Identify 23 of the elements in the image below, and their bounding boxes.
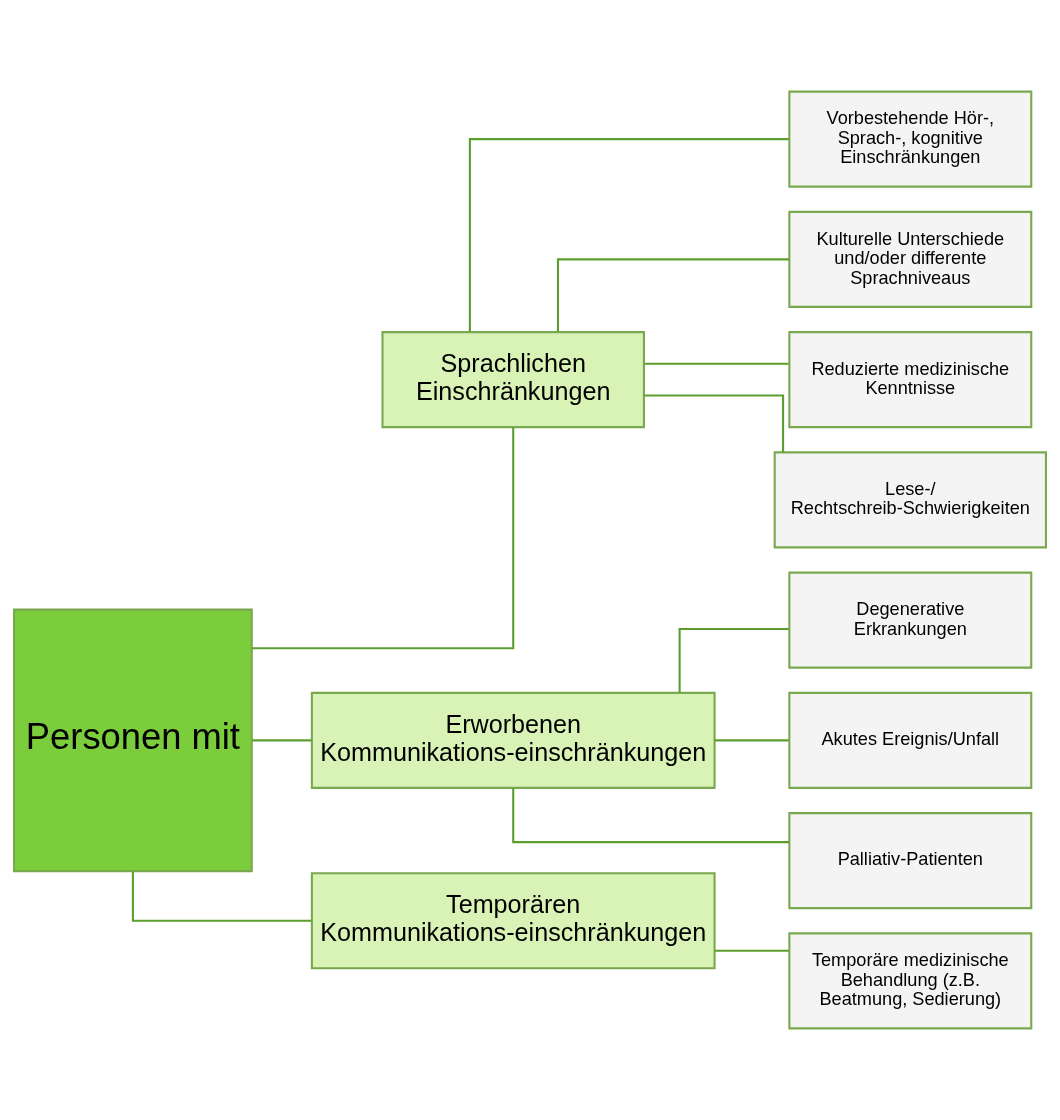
node-box: Palliativ-Patienten <box>788 812 1033 910</box>
connector <box>468 138 789 332</box>
connector <box>678 627 789 693</box>
connector <box>644 394 785 452</box>
connector <box>252 427 515 650</box>
node-box: Reduzierte medizinische Kenntnisse <box>788 331 1033 429</box>
node-box: Degenerative Erkrankungen <box>788 571 1033 669</box>
connector <box>131 871 312 922</box>
node-box: Personen mit <box>13 608 253 873</box>
node-box: Akutes Ereignis/Unfall <box>788 691 1033 789</box>
connector <box>512 788 789 844</box>
node-box: Temporären Kommunikations-einschränkungen <box>310 872 716 970</box>
connector <box>714 949 789 952</box>
connector <box>252 739 312 742</box>
connector <box>556 258 790 332</box>
node-box: Lese-/ Rechtschreib-Schwierigkeiten <box>773 451 1047 549</box>
connector <box>644 362 789 365</box>
node-box: Kulturelle Unterschiede und/oder differente Sprachniveaus <box>788 210 1033 308</box>
node-box: Sprachlichen Einschränkungen <box>381 331 645 429</box>
node-box: Erworbenen Kommunikations-einschränkungen <box>310 691 716 789</box>
node-box: Temporäre medizinische Behandlung (z.B. Beatmung, Sedierung) <box>788 932 1033 1030</box>
connector <box>714 739 789 742</box>
node-box: Vorbestehende Hör-, Sprach-, kognitive Einschränkungen <box>788 90 1033 188</box>
